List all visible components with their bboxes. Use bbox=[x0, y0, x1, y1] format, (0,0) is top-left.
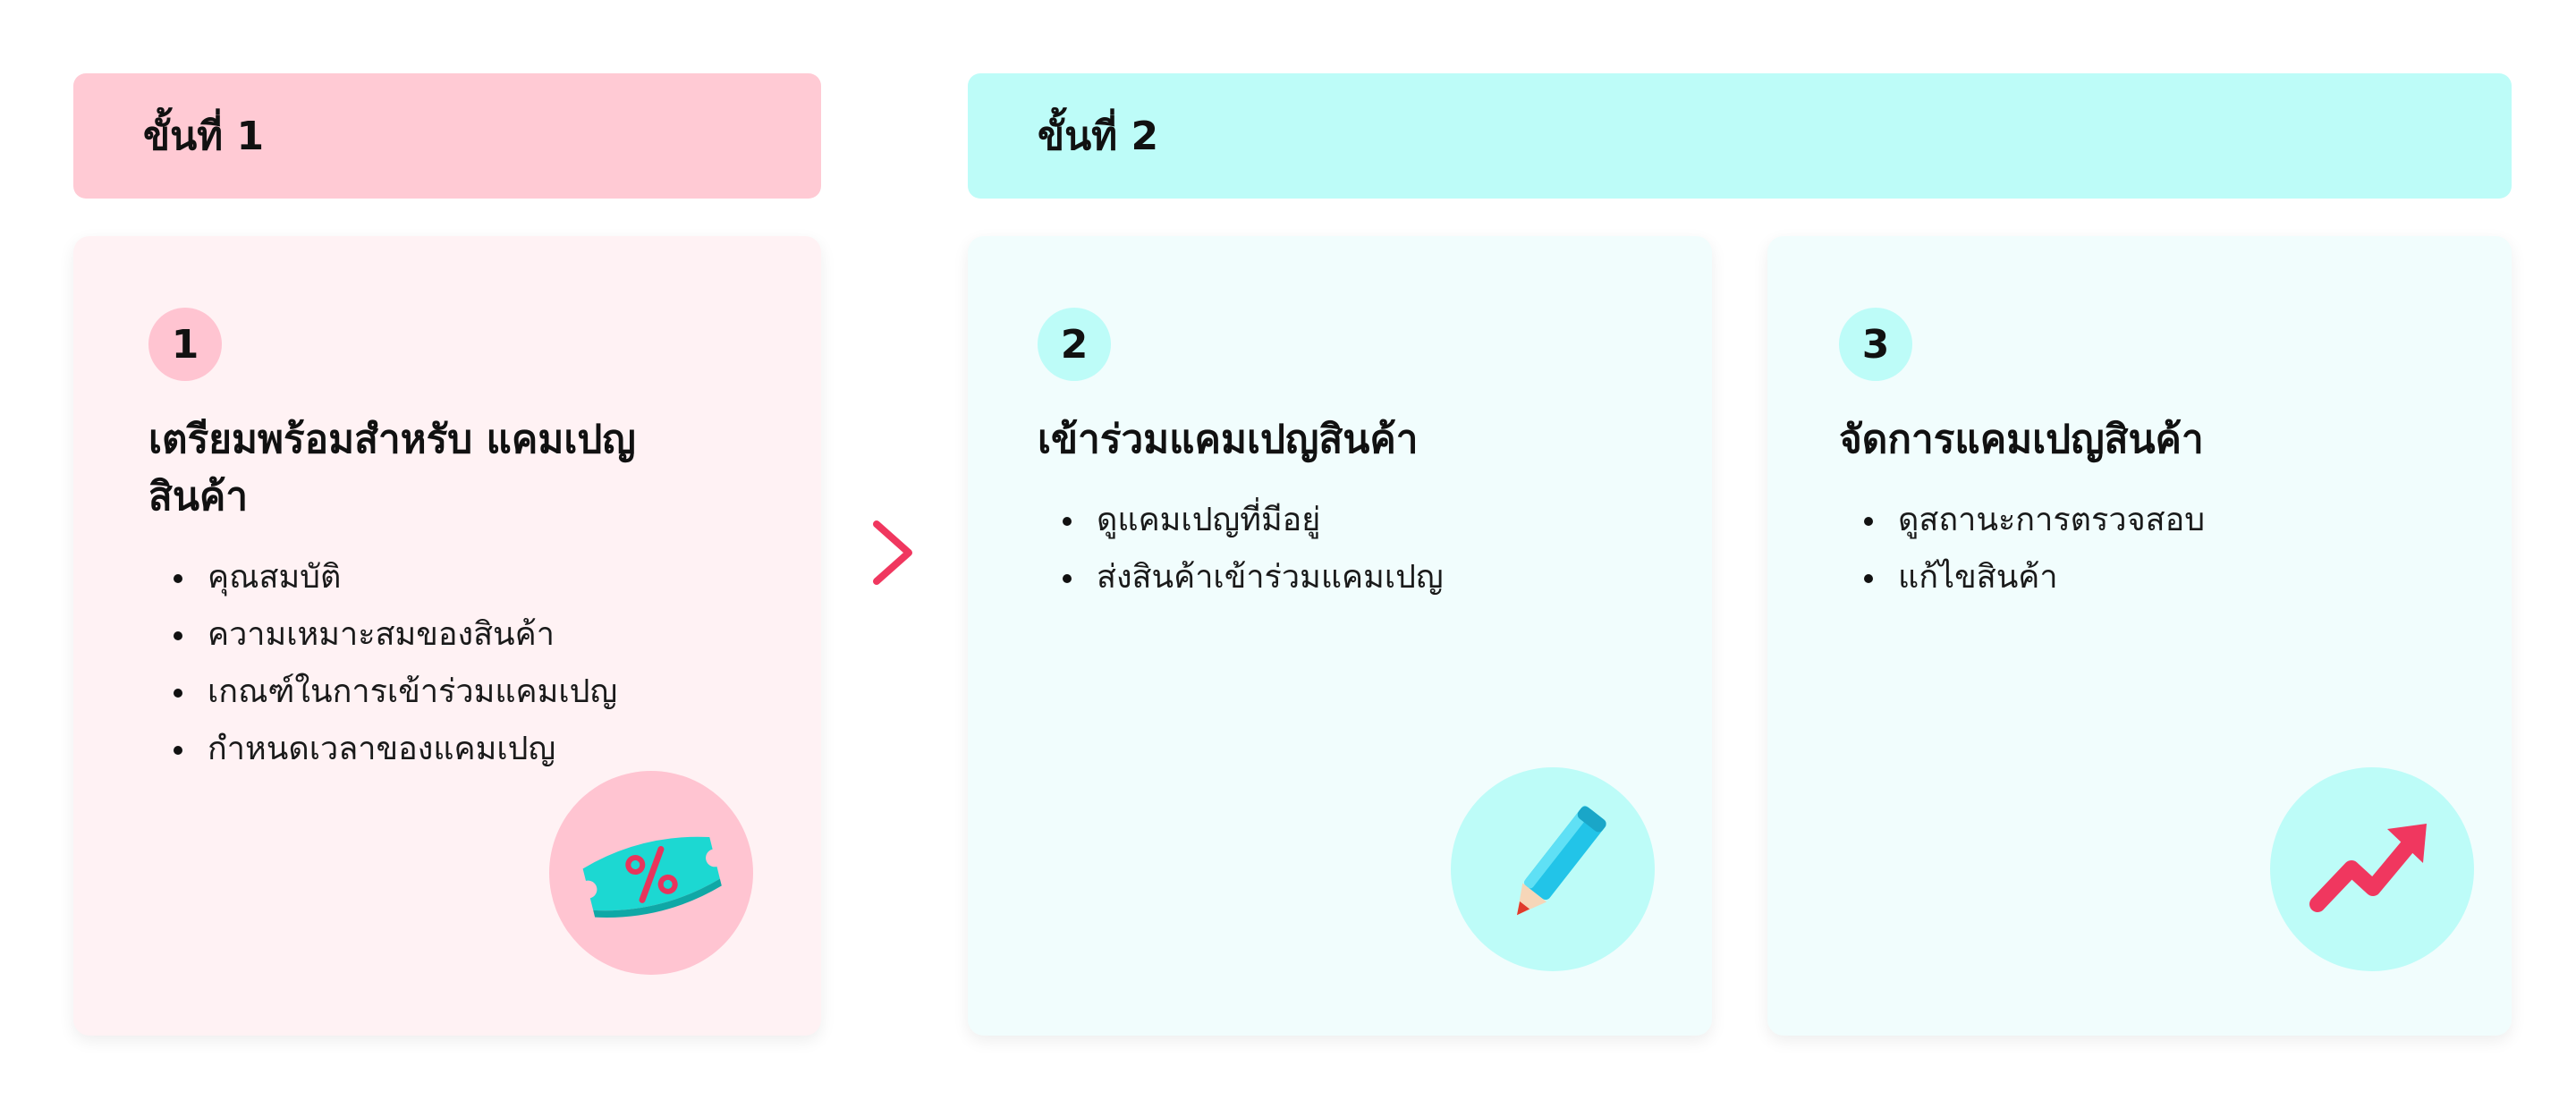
step-bullet-list: คุณสมบัติ ความเหมาะสมของสินค้า เกณฑ์ในกา… bbox=[148, 549, 821, 778]
step-number-badge: 1 bbox=[148, 308, 222, 381]
step-number-badge: 2 bbox=[1038, 308, 1111, 381]
step-bullet-list: ดูสถานะการตรวจสอบ แก้ไขสินค้า bbox=[1839, 492, 2512, 606]
phase-2-header: ขั้นที่ 2 bbox=[968, 73, 2512, 199]
trend-up-arrow-icon bbox=[2270, 767, 2474, 971]
bullet-item: ดูแคมเปญที่มีอยู่ bbox=[1038, 492, 1712, 549]
phase-2-label: ขั้นที่ 2 bbox=[1038, 114, 1159, 159]
bullet-item: เกณฑ์ในการเข้าร่วมแคมเปญ bbox=[148, 664, 821, 721]
pencil-icon bbox=[1451, 767, 1655, 971]
bullet-item: ดูสถานะการตรวจสอบ bbox=[1839, 492, 2512, 549]
bullet-item: ความเหมาะสมของสินค้า bbox=[148, 606, 821, 664]
phase-1-label: ขั้นที่ 1 bbox=[143, 114, 265, 159]
bullet-item: คุณสมบัติ bbox=[148, 549, 821, 606]
bullet-item: กำหนดเวลาของแคมเปญ bbox=[148, 721, 821, 778]
bullet-item: ส่งสินค้าเข้าร่วมแคมเปญ bbox=[1038, 549, 1712, 606]
chevron-right-icon bbox=[866, 517, 919, 588]
phase-1-header: ขั้นที่ 1 bbox=[73, 73, 821, 199]
step-title: เข้าร่วมแคมเปญสินค้า bbox=[1038, 417, 1419, 462]
step-card-2: 2 เข้าร่วมแคมเปญสินค้า ดูแคมเปญที่มีอยู่… bbox=[968, 236, 1712, 1036]
step-card-1: 1 เตรียมพร้อมสำหรับ แคมเปญสินค้า คุณสมบั… bbox=[73, 236, 821, 1036]
step-title: จัดการแคมเปญสินค้า bbox=[1839, 417, 2204, 462]
step-bullet-list: ดูแคมเปญที่มีอยู่ ส่งสินค้าเข้าร่วมแคมเป… bbox=[1038, 492, 1712, 606]
step-title: เตรียมพร้อมสำหรับ แคมเปญสินค้า bbox=[148, 417, 636, 520]
step-number-badge: 3 bbox=[1839, 308, 1912, 381]
discount-ticket-icon bbox=[549, 771, 753, 975]
bullet-item: แก้ไขสินค้า bbox=[1839, 549, 2512, 606]
step-card-3: 3 จัดการแคมเปญสินค้า ดูสถานะการตรวจสอบ แ… bbox=[1767, 236, 2512, 1036]
